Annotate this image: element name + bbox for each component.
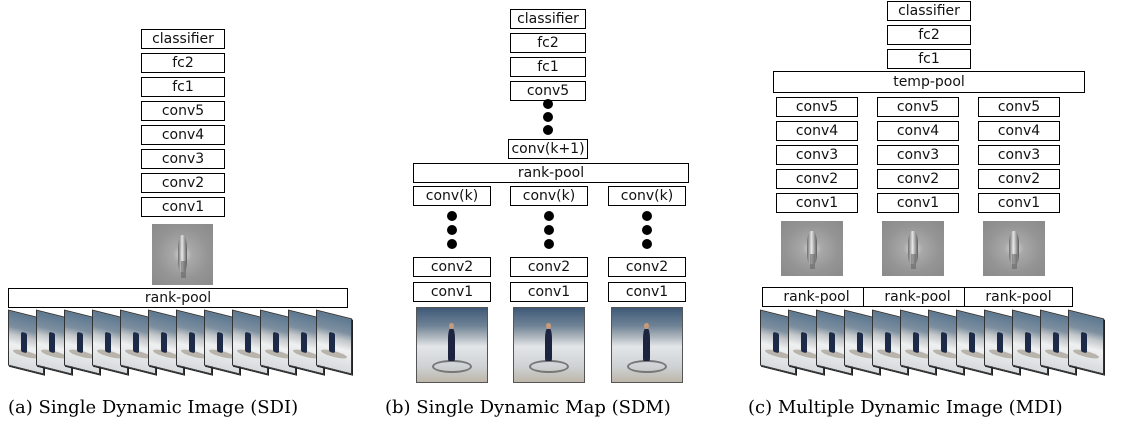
sdm-conv-k-box: conv(k)	[510, 186, 588, 206]
mdi-branch-layer-box: conv3	[776, 145, 858, 165]
sdm-branch-dot	[544, 239, 554, 249]
sdm-branch-dot	[447, 239, 457, 249]
sdm-input-frame	[513, 307, 585, 383]
mdi-branch-layer-box: conv2	[776, 169, 858, 189]
sdm-layer-box: fc2	[510, 33, 586, 53]
sdm-input-frame	[416, 307, 488, 383]
sdi-video-frame	[316, 309, 352, 375]
mdi-video-frame	[1068, 309, 1104, 375]
mdi-branch-layer-box: conv4	[877, 121, 959, 141]
sdm-conv2-box: conv2	[510, 257, 588, 277]
sdm-branch-dot	[544, 225, 554, 235]
mdi-branch-layer-box: conv4	[978, 121, 1060, 141]
mdi-branch-layer-box: conv5	[776, 97, 858, 117]
sdm-conv1-box: conv1	[413, 282, 491, 302]
sdm-rank-pool-box: rank-pool	[413, 163, 689, 183]
sdm-conv-k-box: conv(k)	[608, 186, 686, 206]
sdm-conv2-box: conv2	[413, 257, 491, 277]
mdi-branch-layer-box: conv3	[877, 145, 959, 165]
caption-c: (c) Multiple Dynamic Image (MDI)	[748, 397, 1063, 418]
mdi-dynamic-image	[781, 221, 843, 276]
mdi-branch-layer-box: conv4	[776, 121, 858, 141]
sdi-layer-box: conv4	[141, 125, 225, 145]
sdm-input-frame	[611, 307, 683, 383]
sdi-layer-box: conv2	[141, 173, 225, 193]
sdm-ellipsis-dot	[543, 99, 553, 109]
sdm-branch-dot	[642, 211, 652, 221]
sdm-conv1-box: conv1	[510, 282, 588, 302]
sdm-layer-box: classifier	[510, 9, 586, 29]
sdm-branch-dot	[642, 225, 652, 235]
sdm-conv-k-box: conv(k)	[413, 186, 491, 206]
sdm-branch-dot	[544, 211, 554, 221]
mdi-layer-box: fc2	[887, 25, 971, 45]
mdi-layer-box: classifier	[887, 1, 971, 21]
mdi-rank-pool-box: rank-pool	[762, 287, 871, 307]
mdi-branch-layer-box: conv1	[877, 193, 959, 213]
sdm-branch-dot	[447, 225, 457, 235]
mdi-branch-layer-box: conv1	[776, 193, 858, 213]
sdi-layer-box: fc1	[141, 77, 225, 97]
sdi-layer-box: conv5	[141, 101, 225, 121]
sdi-rank-pool-box: rank-pool	[8, 288, 348, 308]
mdi-branch-layer-box: conv2	[978, 169, 1060, 189]
sdm-branch-dot	[447, 211, 457, 221]
sdm-ellipsis-dot	[543, 112, 553, 122]
mdi-branch-layer-box: conv1	[978, 193, 1060, 213]
caption-b: (b) Single Dynamic Map (SDM)	[385, 397, 671, 418]
mdi-rank-pool-box: rank-pool	[964, 287, 1073, 307]
mdi-branch-layer-box: conv2	[877, 169, 959, 189]
mdi-rank-pool-box: rank-pool	[863, 287, 972, 307]
sdi-layer-box: conv3	[141, 149, 225, 169]
sdm-conv2-box: conv2	[608, 257, 686, 277]
sdm-layer-box: fc1	[510, 57, 586, 77]
mdi-dynamic-image	[882, 221, 944, 276]
mdi-dynamic-image	[983, 221, 1045, 276]
sdi-layer-box: conv1	[141, 197, 225, 217]
sdi-dynamic-image	[152, 224, 213, 285]
sdm-conv-k1-box: conv(k+1)	[508, 139, 588, 159]
mdi-branch-layer-box: conv5	[978, 97, 1060, 117]
sdm-branch-dot	[642, 239, 652, 249]
mdi-temp-pool-box: temp-pool	[773, 71, 1085, 93]
mdi-layer-box: fc1	[887, 49, 971, 69]
mdi-branch-layer-box: conv3	[978, 145, 1060, 165]
sdm-conv1-box: conv1	[608, 282, 686, 302]
mdi-branch-layer-box: conv5	[877, 97, 959, 117]
caption-a: (a) Single Dynamic Image (SDI)	[8, 397, 299, 418]
sdi-layer-box: fc2	[141, 53, 225, 73]
sdm-ellipsis-dot	[543, 125, 553, 135]
sdi-layer-box: classifier	[141, 29, 225, 49]
sdm-layer-box: conv5	[510, 81, 586, 101]
